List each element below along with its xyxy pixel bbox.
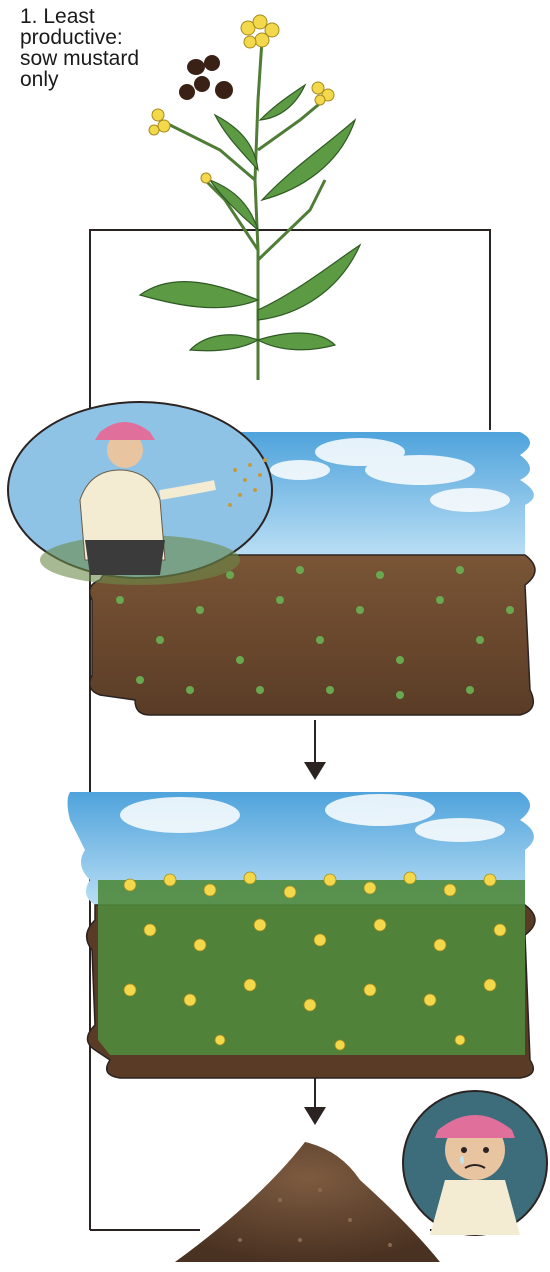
panel-flowering-field	[68, 792, 536, 1078]
soil-pile-icon	[175, 1142, 440, 1262]
seeds-icon	[179, 55, 233, 100]
cycle-frame	[90, 230, 490, 1230]
arrow-down-icon	[304, 1107, 326, 1125]
caption-line-3: sow mustard	[20, 48, 180, 69]
caption-line-1: 1. Least	[20, 6, 180, 27]
arrow-down-icon	[304, 762, 326, 780]
caption-line-2: productive:	[20, 27, 180, 48]
farmer-sowing-icon	[8, 402, 272, 585]
caption-line-4: only	[20, 69, 180, 90]
sad-farmer-icon	[403, 1091, 547, 1235]
scenario-caption: 1. Least productive: sow mustard only	[20, 6, 180, 90]
